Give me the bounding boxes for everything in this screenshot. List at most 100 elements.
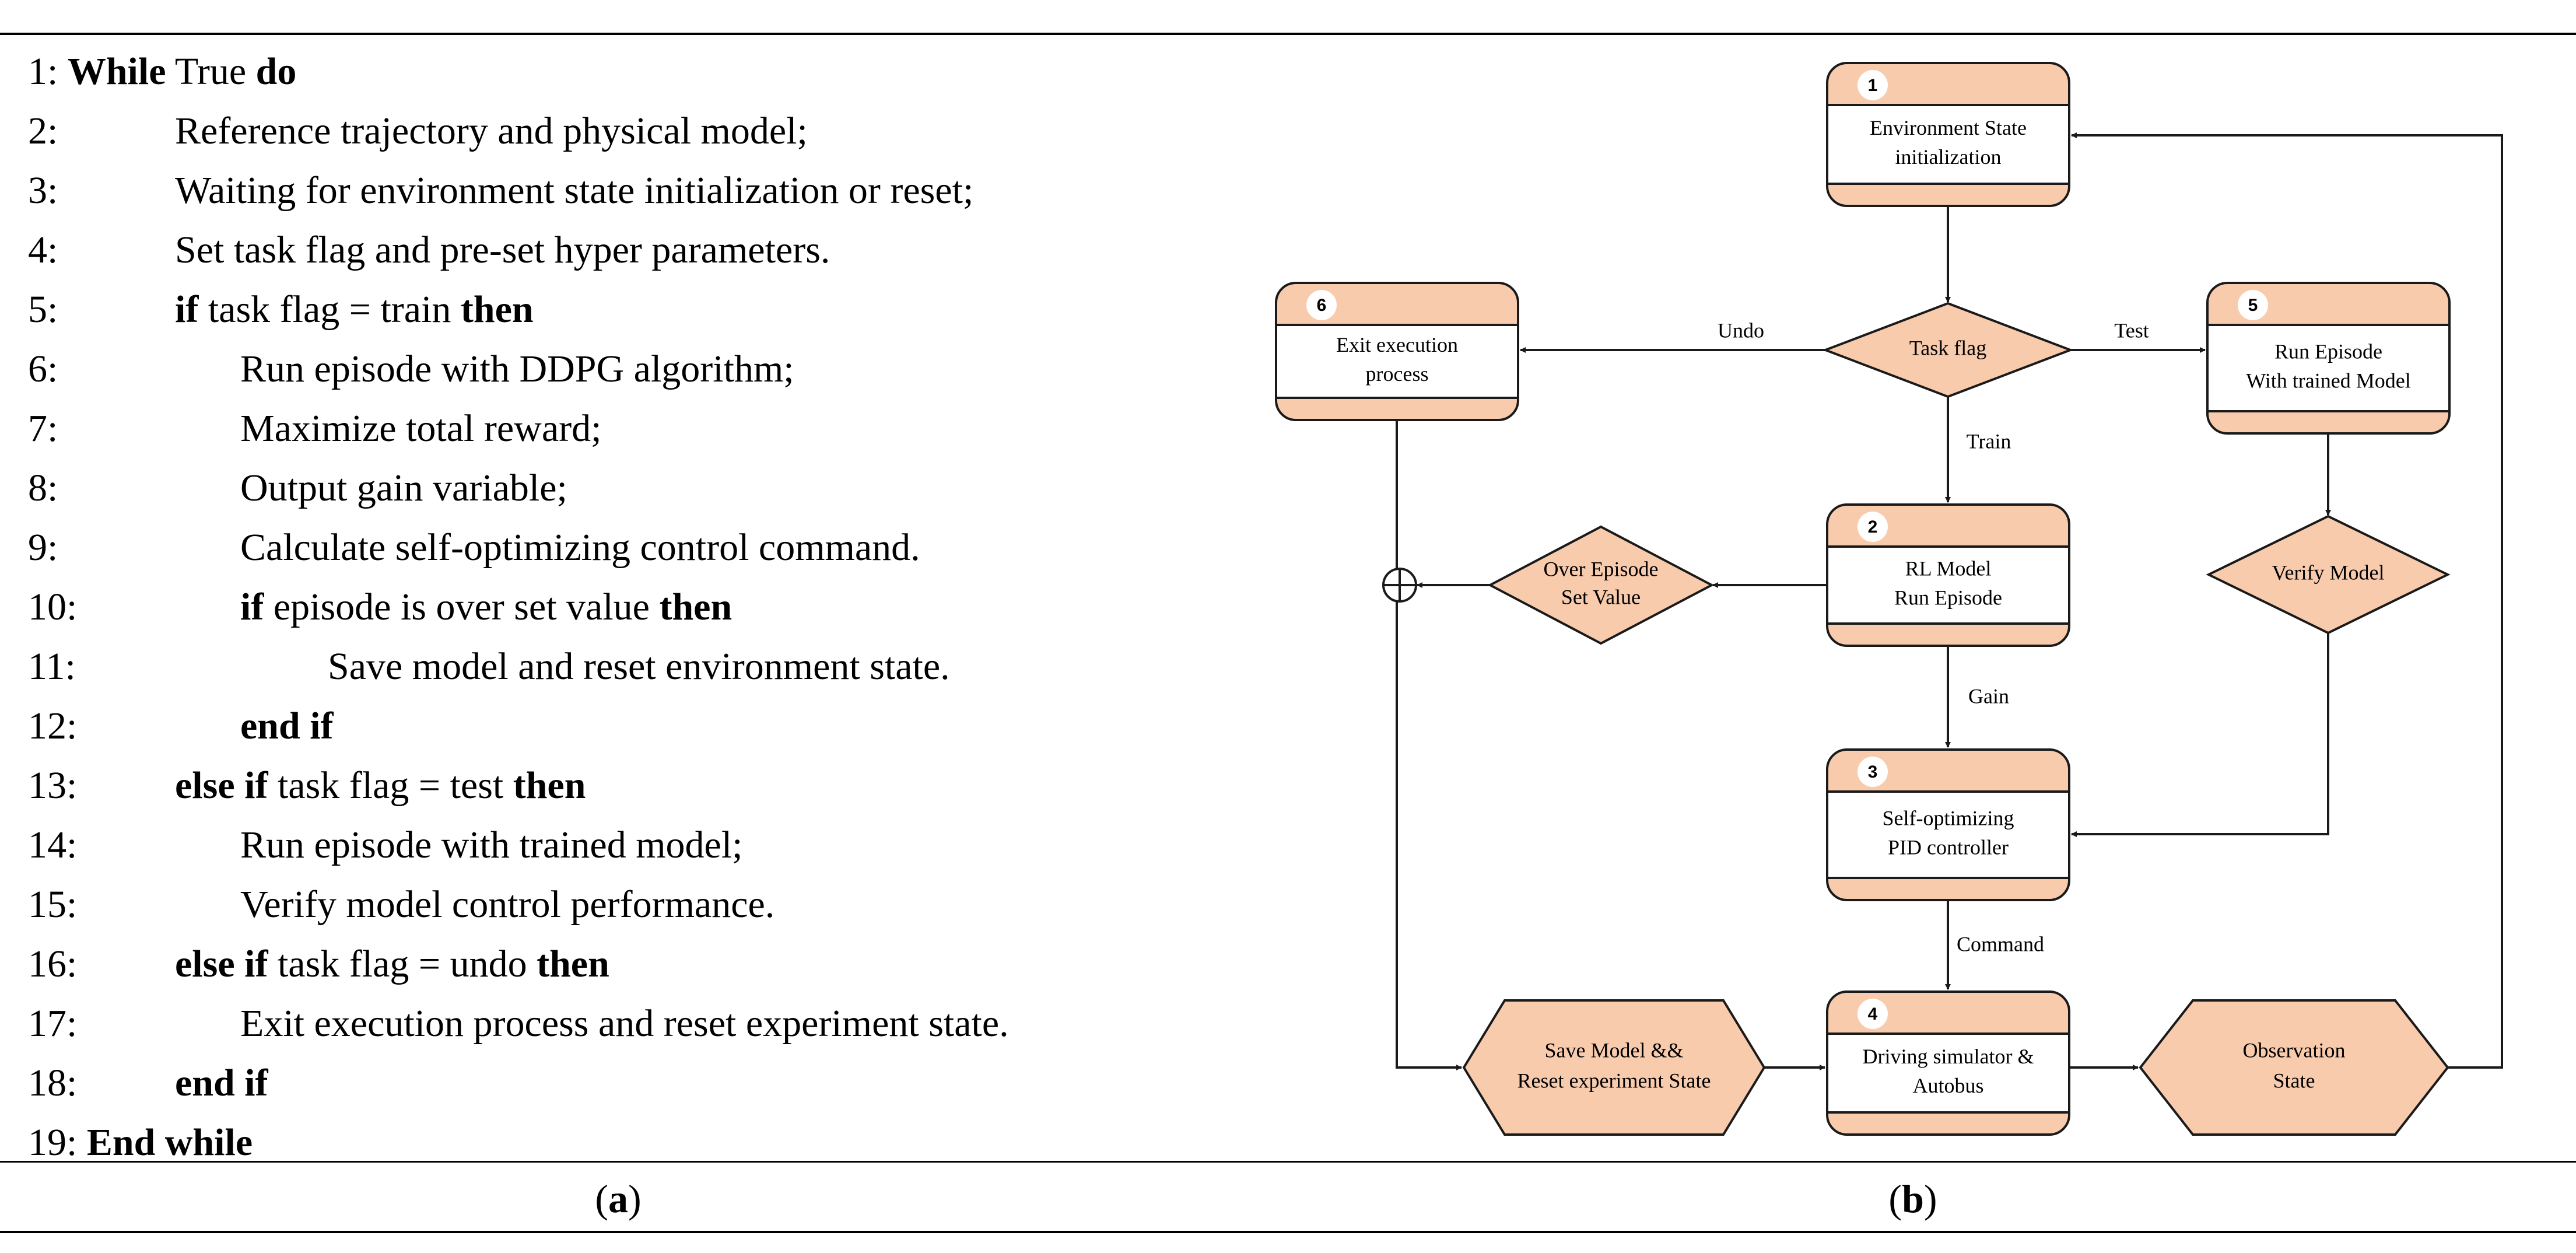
terminal-shape bbox=[2139, 999, 2449, 1136]
line-number: 11: bbox=[28, 645, 76, 688]
algorithm-line-text: else if task flag = undo then bbox=[175, 935, 609, 994]
bottom-rule bbox=[0, 1231, 2576, 1233]
statement-text: task flag = test bbox=[268, 764, 513, 807]
box-text: Exit execution bbox=[1336, 333, 1458, 356]
terminal-text: Save Model && bbox=[1545, 1038, 1684, 1062]
summing-junction bbox=[1382, 568, 1417, 603]
statement-text: Waiting for environment state initializa… bbox=[175, 169, 974, 212]
algorithm-line-text: Verify model control performance. bbox=[240, 875, 774, 935]
line-number: 6: bbox=[28, 348, 58, 390]
algorithm-line-text: Save model and reset environment state. bbox=[328, 637, 950, 696]
flow-arrow bbox=[2071, 132, 2503, 1069]
line-number: 9: bbox=[28, 526, 58, 569]
box-text: Driving simulator & bbox=[1863, 1045, 2034, 1068]
statement-text: Set task flag and pre-set hyper paramete… bbox=[175, 229, 830, 271]
keyword: While bbox=[67, 50, 166, 93]
step-number: 4 bbox=[1868, 1005, 1878, 1024]
keyword: if bbox=[175, 288, 199, 331]
decision-text: Verify Model bbox=[2272, 561, 2385, 584]
flow-arrow bbox=[1396, 420, 1462, 1070]
statement-text: Reference trajectory and physical model; bbox=[175, 110, 808, 152]
edge-label-test: Test bbox=[2114, 318, 2149, 342]
line-number: 3: bbox=[28, 169, 58, 212]
caption-a-open: ( bbox=[595, 1177, 608, 1221]
statement-text: Verify model control performance. bbox=[240, 883, 775, 926]
line-number: 10: bbox=[28, 586, 78, 628]
algorithm-line-text: if task flag = train then bbox=[175, 280, 534, 340]
caption-b-open: ( bbox=[1888, 1177, 1902, 1221]
algorithm-line-text: Run episode with trained model; bbox=[240, 816, 743, 875]
algorithm-line-text: end if bbox=[240, 696, 334, 756]
decision-shape bbox=[2206, 514, 2451, 635]
step-badge bbox=[1857, 757, 1888, 787]
statement-text: Output gain variable; bbox=[240, 467, 567, 509]
statement-text: episode is over set value bbox=[264, 586, 660, 628]
algorithm-line-text: Waiting for environment state initializa… bbox=[175, 161, 973, 220]
step-badge bbox=[1857, 70, 1888, 100]
line-number: 2: bbox=[28, 110, 58, 152]
keyword: then bbox=[513, 764, 586, 807]
algorithm-line-text: if episode is over set value then bbox=[240, 578, 732, 637]
line-number: 5: bbox=[28, 288, 58, 331]
algorithm-line-text: Set task flag and pre-set hyper paramete… bbox=[175, 220, 830, 280]
algorithm-line-text: else if task flag = test then bbox=[175, 756, 586, 816]
box-text: RL Model bbox=[1905, 556, 1992, 580]
step-number: 6 bbox=[1317, 296, 1327, 315]
keyword: if bbox=[240, 586, 264, 628]
edge-label-undo: Undo bbox=[1718, 318, 1764, 342]
statement-text: task flag = train bbox=[198, 288, 461, 331]
line-number: 19: bbox=[28, 1121, 87, 1164]
step-badge bbox=[1857, 999, 1888, 1029]
step-number: 1 bbox=[1868, 76, 1878, 95]
line-number: 13: bbox=[28, 764, 78, 807]
flow-arrow bbox=[2071, 633, 2329, 837]
decision-task-flag: Task flag bbox=[1822, 302, 2074, 398]
statement-text: Run episode with trained model; bbox=[240, 824, 743, 866]
line-number: 14: bbox=[28, 824, 78, 866]
terminal-shape bbox=[1462, 999, 1766, 1136]
box-text: Self-optimizing bbox=[1883, 806, 2014, 830]
terminal-text: Reset experiment State bbox=[1517, 1069, 1711, 1092]
algorithm-line-text: Exit execution process and reset experim… bbox=[240, 994, 1009, 1054]
statement-text: Save model and reset environment state. bbox=[328, 645, 950, 688]
caption-b: (b) bbox=[1855, 1167, 1971, 1231]
caption-b-close: ) bbox=[1923, 1177, 1937, 1221]
step-badge bbox=[2238, 290, 2268, 320]
statement-text: Maximize total reward; bbox=[240, 407, 602, 450]
algorithm-line-text: Run episode with DDPG algorithm; bbox=[240, 340, 794, 399]
box-body bbox=[1277, 325, 1517, 398]
step-badge bbox=[1857, 512, 1888, 542]
edge-label-train: Train bbox=[1967, 429, 2011, 453]
edge-label-command: Command bbox=[1957, 932, 2044, 956]
box-body bbox=[1828, 105, 2068, 184]
decision-shape bbox=[1487, 525, 1715, 645]
step-badge bbox=[1306, 290, 1337, 320]
caption-a-close: ) bbox=[628, 1177, 642, 1221]
box-text: Autobus bbox=[1912, 1074, 1983, 1097]
caption-a-letter: a bbox=[608, 1177, 628, 1221]
line-number: 16: bbox=[28, 943, 78, 985]
line-number: 4: bbox=[28, 229, 58, 271]
statement-text: Calculate self-optimizing control comman… bbox=[240, 526, 920, 569]
top-rule bbox=[0, 33, 2576, 35]
algorithm-line-text: Calculate self-optimizing control comman… bbox=[240, 518, 920, 578]
box-text: process bbox=[1366, 362, 1429, 386]
keyword: else if bbox=[175, 943, 268, 985]
algorithm-line-text: Output gain variable; bbox=[240, 459, 567, 518]
line-number: 17: bbox=[28, 1002, 78, 1045]
step-number: 2 bbox=[1868, 517, 1878, 537]
box-body bbox=[1828, 792, 2068, 878]
statement-text: Exit execution process and reset experim… bbox=[240, 1002, 1009, 1045]
terminal-text: State bbox=[2273, 1069, 2315, 1092]
step-number: 5 bbox=[2248, 296, 2258, 315]
caption-b-letter: b bbox=[1902, 1177, 1924, 1221]
decision-text: Over Episode bbox=[1544, 557, 1659, 580]
